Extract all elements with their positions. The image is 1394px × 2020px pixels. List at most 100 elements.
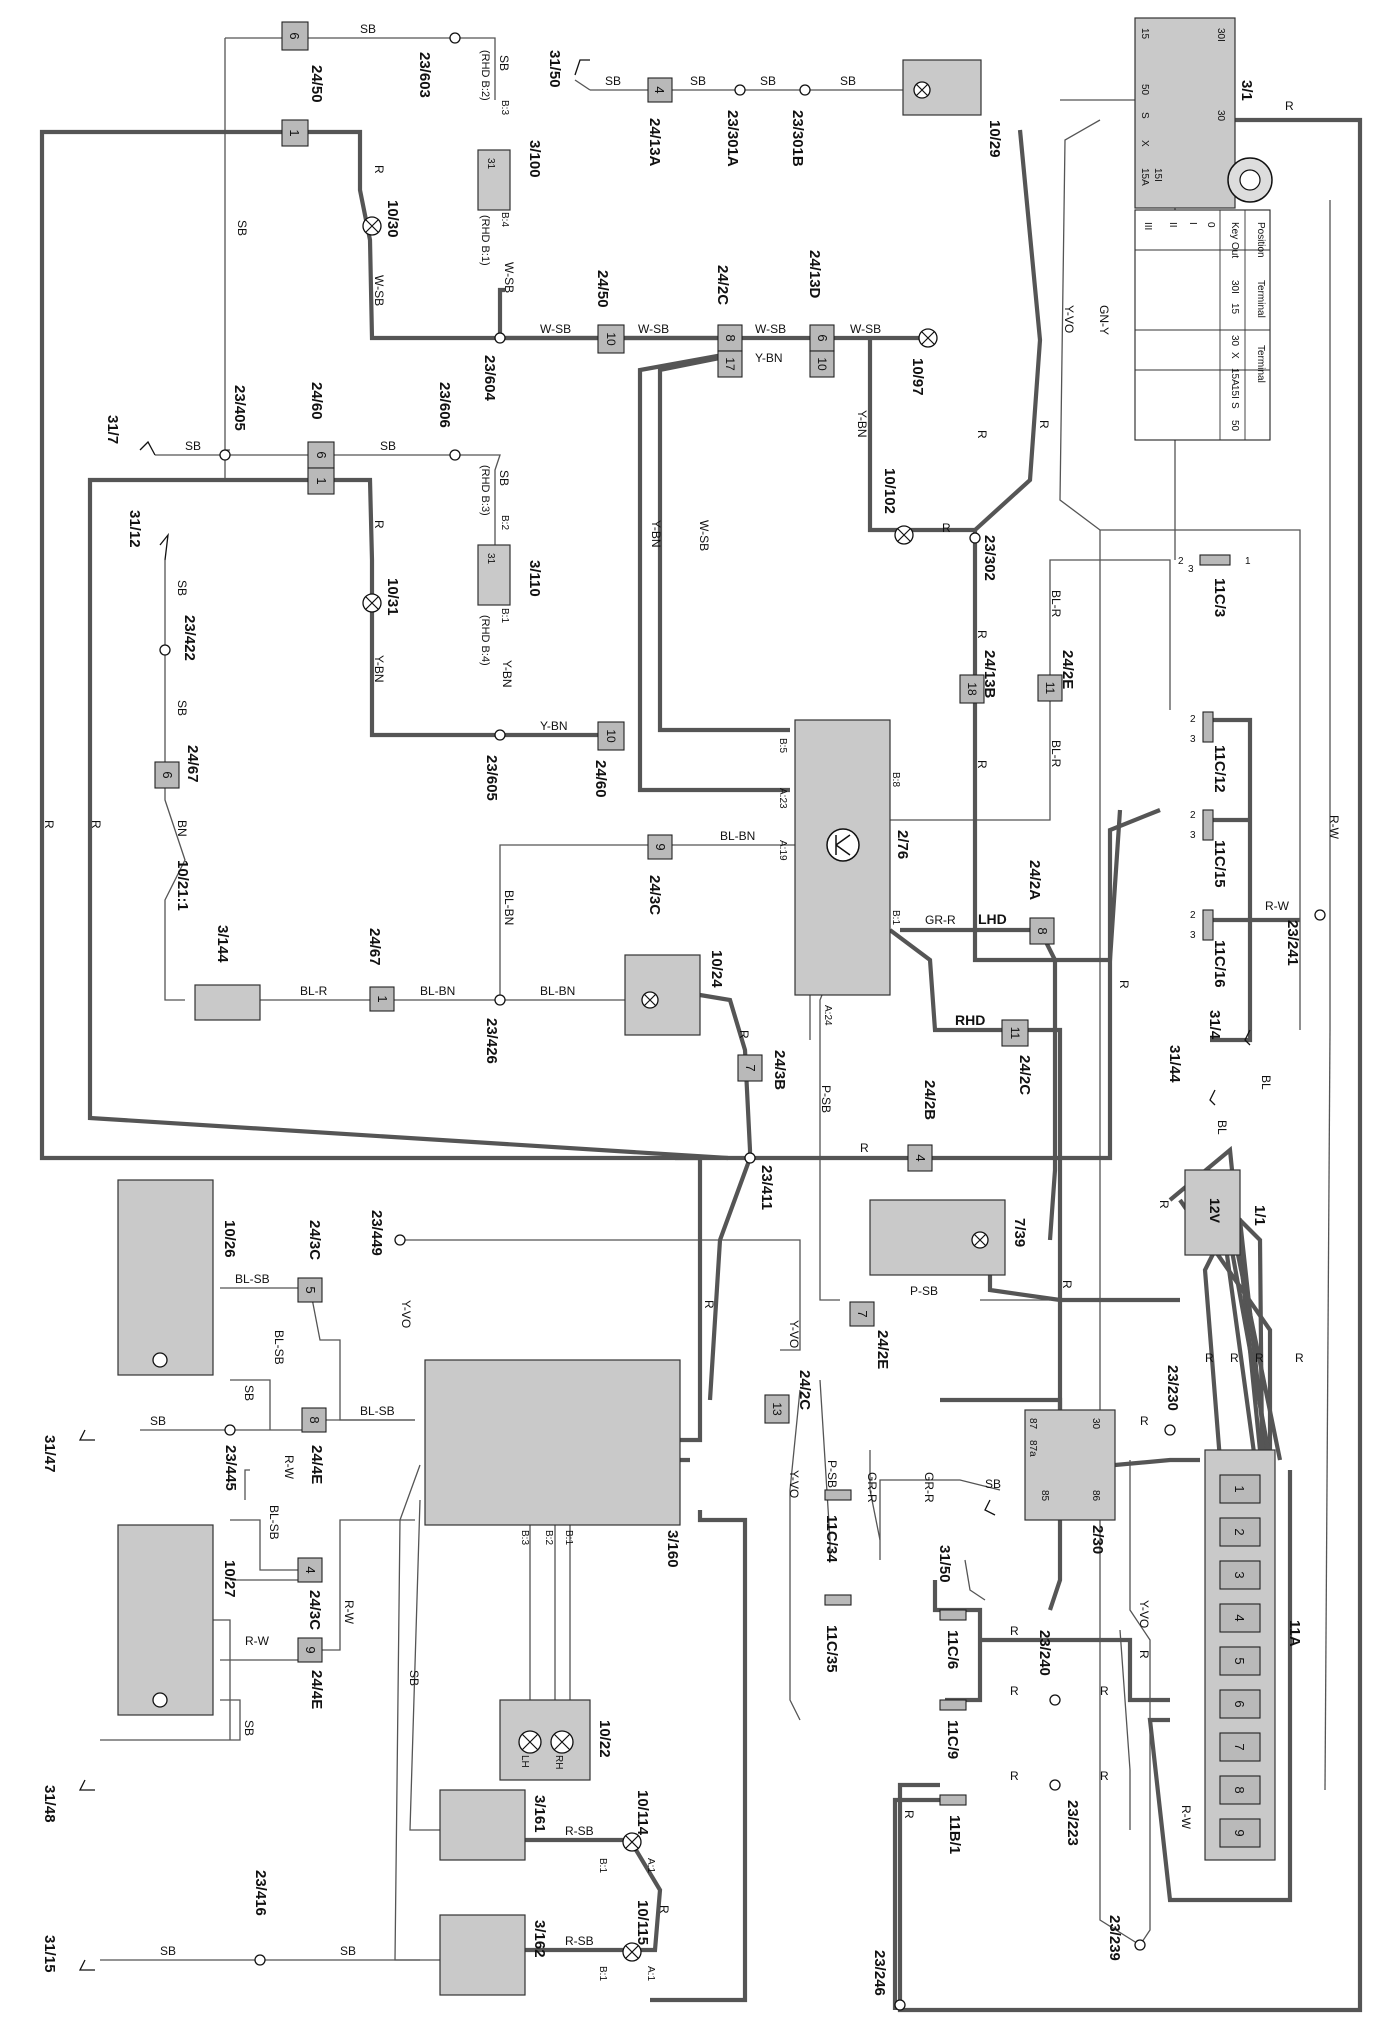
pin-10-22-rh: RH [553,1755,564,1769]
wire-r-12: R [737,1030,751,1039]
ground-31-15-icon [78,1959,95,1971]
wire-blbn-3: BL-BN [420,984,455,998]
table-key-out: Key Out [1229,222,1240,258]
wire-r-6: R [975,760,989,769]
fuse-slot-9: 9 [1232,1829,1247,1836]
wire-ybn-6: Y-BN [500,660,514,688]
pin-3-110-b1: B:1 [499,608,510,623]
fusebox-slots: 1 2 3 4 5 6 7 8 9 [1219,1474,1261,1848]
ground-31-12-icon [159,532,169,561]
pin-3-110-31: 31 [485,553,496,565]
wire-grr-2: GR-R [865,1472,879,1503]
fuse-pin-11c15-2: 2 [1190,810,1196,821]
pin-24-60-6: 6 [314,451,329,458]
wire-r-23: R [902,1810,916,1819]
label-1-1: 1/1 [1251,1205,1268,1226]
wire-r-22: R [1100,1684,1109,1698]
wire-rsb-1: R-SB [565,1824,594,1838]
pin-3-1-15: 15 [1139,28,1150,40]
wire-blsb-3: BL-SB [272,1330,286,1365]
label-23-449: 23/449 [368,1210,385,1256]
wire-r-28: R [1255,1351,1264,1365]
ground-31-48-icon [78,1779,95,1791]
pin-24-3C-4: 4 [303,1566,318,1573]
label-23-411: 23/411 [758,1165,775,1210]
pin-10-114-b1: B:1 [597,1858,608,1873]
pin-24-67-6: 6 [160,771,175,778]
pin-24-2C-17: 17 [723,357,737,371]
wire-blsb-1: BL-SB [235,1272,270,1286]
fuse-pin-11c12-2: 2 [1190,714,1196,725]
label-2-76: 2/76 [894,830,911,859]
wire-wsb-1: W-SB [372,275,386,306]
wire-yvo-4: Y-VO [1062,305,1076,333]
wire-yvo-2: Y-VO [787,1320,801,1348]
pin-3-1-50: 50 [1139,84,1150,96]
fuse-slot-1: 1 [1232,1485,1247,1492]
label-11C-16: 11C/16 [1211,940,1228,988]
pin-24-4E-9: 9 [303,1646,318,1653]
pin-2-76-b5: B:5 [777,738,788,753]
wire-r-10: R [89,820,103,829]
wire-wsb-2: W-SB [502,262,516,293]
table-position-ii: II [1167,222,1178,228]
relay-2-30 [1024,1409,1116,1521]
wire-wsb-7: W-SB [697,520,711,551]
pin-3-110-b2: B:2 [499,515,510,530]
label-3-161: 3/161 [531,1795,548,1833]
wire-r-15: R [1157,1200,1171,1209]
table-terminal-50: 50 [1229,420,1240,432]
wire-ybn-4: Y-BN [372,655,386,683]
label-31-12: 31/12 [126,510,143,548]
wire-psb-2: P-SB [910,1284,938,1298]
pin-24-13D-6: 6 [815,334,830,341]
label-10-26: 10/26 [221,1220,238,1258]
wire-r-5: R [975,630,989,639]
wire-psb-3: P-SB [825,1460,839,1488]
wire-sb-14: SB [160,1944,176,1958]
table-terminal-30i: 30I [1229,280,1240,294]
wire-blbn-2: BL-BN [502,890,516,925]
label-11C-35: 11C/35 [823,1625,840,1673]
label-10-21-1: 10/21:1 [174,860,191,911]
label-3-160: 3/160 [664,1530,681,1568]
pin-24-4E-8: 8 [307,1416,322,1423]
label-24-60b: 24/60 [592,760,609,798]
variant-labels: LHD RHD [955,911,1007,1028]
wire-blr-3: BL-R [1049,740,1063,768]
label-23-416: 23/416 [252,1870,269,1916]
pin-24-2E-7: 7 [855,1310,870,1317]
fuse-pin-11c3-3: 3 [1188,564,1194,575]
label-24-2B: 24/2B [921,1080,938,1120]
switch-3-100 [477,149,511,211]
pin-24-3C-5: 5 [303,1286,318,1293]
lamp-10-29-icon [913,81,931,99]
label-31-50b: 31/50 [936,1545,953,1583]
pin-10-115-b1: B:1 [597,1966,608,1981]
wire-r-25: R [1295,1351,1304,1365]
wire-ybn-1: Y-BN [755,351,783,365]
wire-rw-5: R-W [1265,899,1290,913]
pin-24-13B-18: 18 [965,682,979,696]
wire-rw-6: R-W [1179,1805,1193,1830]
table-terminal-header-b: Terminal [1255,345,1266,383]
ground-31-47-icon [78,1429,95,1441]
label-23-302: 23/302 [981,535,998,581]
label-24-60a: 24/60 [308,382,325,420]
ground-31-7-icon [139,440,156,456]
label-10-31: 10/31 [384,578,401,616]
ground-31-4-icon [1244,1029,1251,1046]
note-rhd-b3: (RHD B:3) [479,465,491,516]
switch-10-27 [117,1524,214,1716]
lamp-10-115-icon [622,1942,642,1962]
label-11B-1: 11B/1 [946,1815,963,1854]
label-31-47: 31/47 [41,1435,58,1473]
label-24-13A: 24/13A [646,118,663,167]
pin-24-50-10: 10 [604,332,618,346]
pin-3-1-s: S [1139,112,1150,119]
lamps [152,81,989,1962]
wire-sb-17: SB [985,1477,1001,1491]
label-23-605: 23/605 [483,755,500,801]
rhd-notes: (RHD B:2) (RHD B:1) (RHD B:3) (RHD B:4) [479,50,491,666]
wire-sb-11: SB [150,1414,166,1428]
